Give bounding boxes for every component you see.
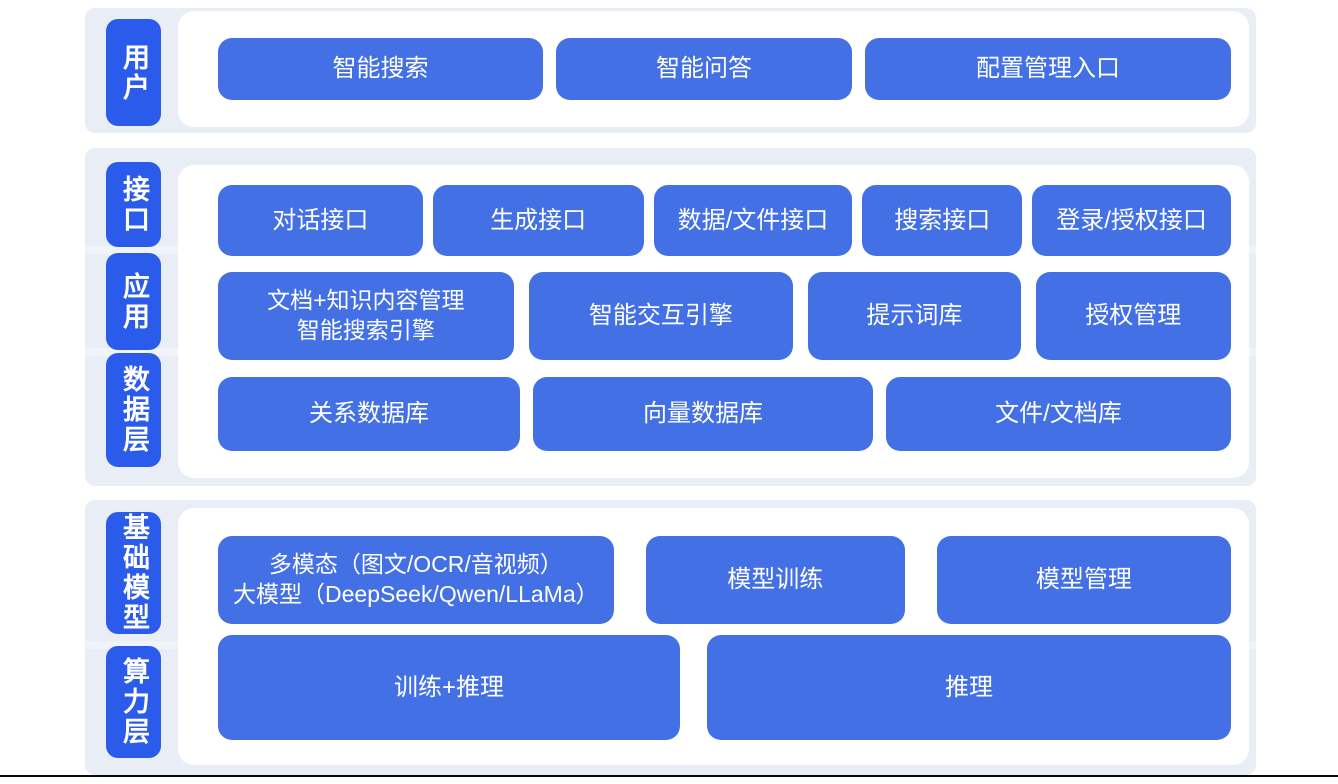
block-label: 智能交互引擎 (588, 302, 733, 330)
block-smart-qa: 智能问答 (556, 38, 852, 100)
block-training-inference: 训练+推理 (218, 635, 680, 740)
chip-label: 应用 (119, 271, 149, 332)
block-label: 训练+推理 (393, 673, 504, 701)
panel-foundation: 多模态（图文/OCR/音视频） 大模型（DeepSeek/Qwen/LLaMa）… (178, 508, 1249, 765)
block-inference: 推理 (707, 635, 1231, 740)
bottom-border-line (0, 775, 1338, 777)
block-label: 关系数据库 (309, 400, 429, 428)
row-foundation-model: 多模态（图文/OCR/音视频） 大模型（DeepSeek/Qwen/LLaMa）… (218, 536, 1231, 624)
block-doc-knowledge-search-engine: 文档+知识内容管理 智能搜索引擎 (218, 272, 514, 360)
block-label: 模型管理 (1035, 566, 1132, 594)
block-label: 智能问答 (656, 55, 752, 83)
row-compute: 训练+推理 推理 (218, 635, 1231, 740)
block-relational-db: 关系数据库 (218, 377, 520, 451)
block-label-line2: 大模型（DeepSeek/Qwen/LLaMa） (233, 581, 599, 607)
chip-label: 用户 (119, 42, 149, 103)
block-smart-search: 智能搜索 (218, 38, 543, 100)
layer-chip-compute: 算力层 (106, 646, 161, 758)
block-label: 文件/文档库 (995, 400, 1122, 428)
block-model-training: 模型训练 (645, 536, 905, 624)
chip-label: 基础模型 (119, 513, 149, 633)
layer-band-user: 智能搜索 智能问答 配置管理入口 用户 (85, 8, 1256, 133)
block-smart-interaction-engine: 智能交互引擎 (528, 272, 794, 360)
block-data-file-api: 数据/文件接口 (653, 185, 853, 256)
block-label: 配置管理入口 (976, 55, 1120, 83)
row-application: 文档+知识内容管理 智能搜索引擎 智能交互引擎 提示词库 授权管理 (218, 272, 1231, 360)
block-label: 搜索接口 (894, 206, 991, 234)
layer-chip-data: 数据层 (106, 353, 161, 467)
row-data: 关系数据库 向量数据库 文件/文档库 (218, 377, 1231, 451)
block-vector-db: 向量数据库 (533, 377, 873, 451)
block-label: 生成接口 (490, 206, 587, 234)
block-prompt-library: 提示词库 (808, 272, 1021, 360)
layer-chip-user: 用户 (106, 19, 161, 126)
block-label: 授权管理 (1085, 302, 1182, 330)
block-label-line2: 智能搜索引擎 (296, 317, 435, 343)
chip-label: 数据层 (119, 365, 149, 455)
block-authorization-management: 授权管理 (1035, 272, 1231, 360)
block-label-line1: 文档+知识内容管理 (267, 287, 465, 314)
layer-chip-application: 应用 (106, 253, 161, 350)
layer-chip-interface: 接口 (106, 162, 161, 247)
block-multimodal-llm: 多模态（图文/OCR/音视频） 大模型（DeepSeek/Qwen/LLaMa） (218, 536, 614, 624)
block-generation-api: 生成接口 (432, 185, 644, 256)
block-label: 智能搜索 (332, 55, 429, 83)
chip-label: 接口 (119, 174, 149, 235)
block-file-doc-db: 文件/文档库 (886, 377, 1231, 451)
block-search-api: 搜索接口 (862, 185, 1023, 256)
block-label: 数据/文件接口 (677, 206, 829, 234)
panel-user: 智能搜索 智能问答 配置管理入口 (178, 11, 1249, 127)
block-model-management: 模型管理 (936, 536, 1231, 624)
block-label: 对话接口 (272, 206, 369, 234)
panel-middle: 对话接口 生成接口 数据/文件接口 搜索接口 登录/授权接口 文档+知识内容管理 (178, 165, 1249, 478)
block-label: 提示词库 (866, 302, 963, 330)
block-login-auth-api: 登录/授权接口 (1032, 185, 1231, 256)
layer-band-foundation: 多模态（图文/OCR/音视频） 大模型（DeepSeek/Qwen/LLaMa）… (85, 500, 1256, 775)
layer-chip-foundation-model: 基础模型 (106, 512, 161, 634)
row-interface: 对话接口 生成接口 数据/文件接口 搜索接口 登录/授权接口 (218, 185, 1231, 256)
block-dialog-api: 对话接口 (218, 185, 423, 256)
block-label-line1: 多模态（图文/OCR/音视频） (268, 551, 563, 578)
block-label: 推理 (945, 673, 993, 701)
block-label: 模型训练 (727, 566, 824, 594)
block-label: 向量数据库 (643, 400, 763, 428)
block-config-management-entry: 配置管理入口 (865, 38, 1231, 100)
block-label: 登录/授权接口 (1056, 206, 1207, 234)
chip-label: 算力层 (119, 657, 149, 747)
row-user: 智能搜索 智能问答 配置管理入口 (218, 38, 1231, 100)
layer-band-middle: 对话接口 生成接口 数据/文件接口 搜索接口 登录/授权接口 文档+知识内容管理 (85, 148, 1256, 486)
